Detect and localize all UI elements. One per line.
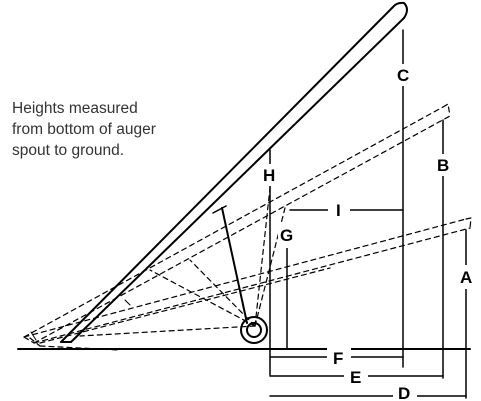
label-b: B <box>437 156 449 175</box>
dimension-lines <box>269 29 467 399</box>
label-i: I <box>336 201 341 220</box>
auger-tube <box>60 1 408 343</box>
note-line-2: from bottom of auger <box>12 121 156 138</box>
wheel-inner <box>246 322 262 338</box>
label-c: C <box>397 66 409 85</box>
label-g: G <box>280 226 293 245</box>
label-e: E <box>350 368 361 387</box>
label-f: F <box>333 349 343 368</box>
support-arm <box>221 207 248 324</box>
note-line-3: spout to ground. <box>12 142 125 159</box>
lower-auger-positions <box>23 103 472 351</box>
support-arm-brace <box>212 205 227 214</box>
angle-marks <box>30 299 131 341</box>
label-d: D <box>398 384 410 401</box>
note-line-1: Heights measured <box>12 100 138 117</box>
label-a: A <box>460 268 472 287</box>
measurement-note: Heights measured from bottom of auger sp… <box>12 98 212 161</box>
label-h: H <box>263 166 275 185</box>
wheel-outer <box>240 316 268 344</box>
